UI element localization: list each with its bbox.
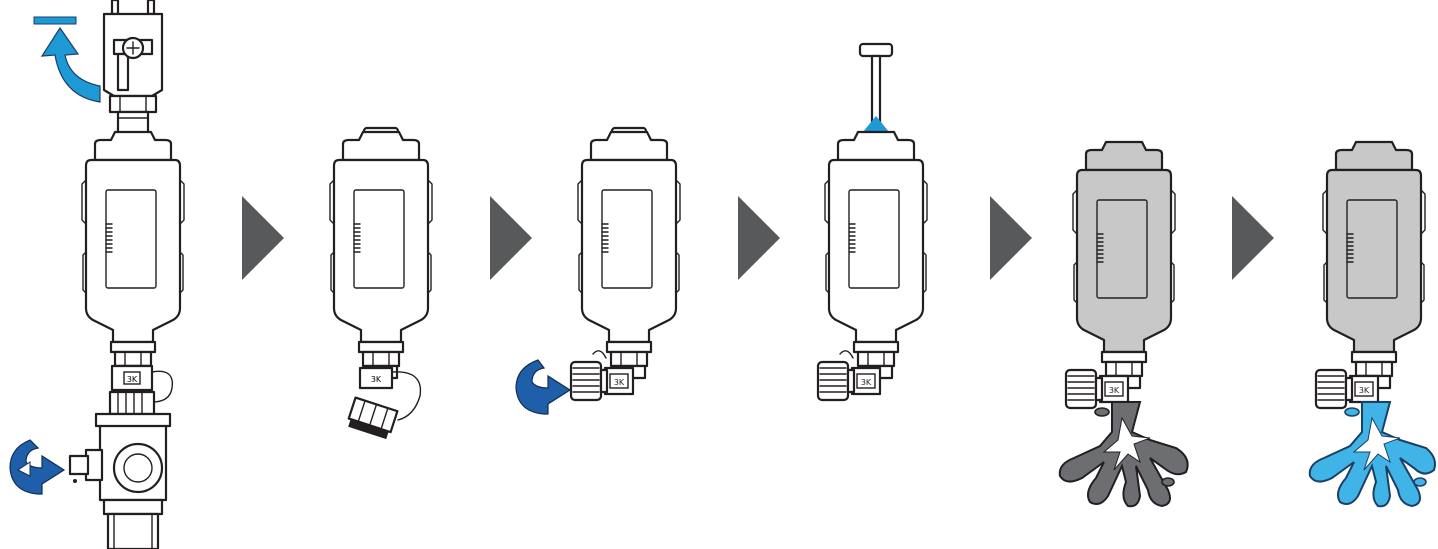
step-arrow-icon <box>490 196 532 280</box>
step-arrow-icon <box>1232 196 1274 280</box>
step-2-remove-cap: 3K <box>328 126 434 440</box>
rotate-up-arrow-icon <box>40 26 101 103</box>
rotate-down-arrow-icon <box>515 359 572 415</box>
svg-text:3K: 3K <box>371 375 382 384</box>
step-arrow-icon <box>738 196 780 280</box>
step-5-flush-dirty <box>1058 140 1189 508</box>
step-4-pull-handle <box>816 42 929 402</box>
svg-text:3K: 3K <box>127 375 138 384</box>
step-6-flush-clean <box>1308 140 1436 508</box>
rotate-down-arrow-icon <box>9 439 66 495</box>
step-arrow-icon <box>990 196 1032 280</box>
step-3-attach-nozzle <box>515 126 682 415</box>
step-arrow-icon <box>242 196 284 280</box>
step-1-close-valves: 3K <box>9 0 186 549</box>
